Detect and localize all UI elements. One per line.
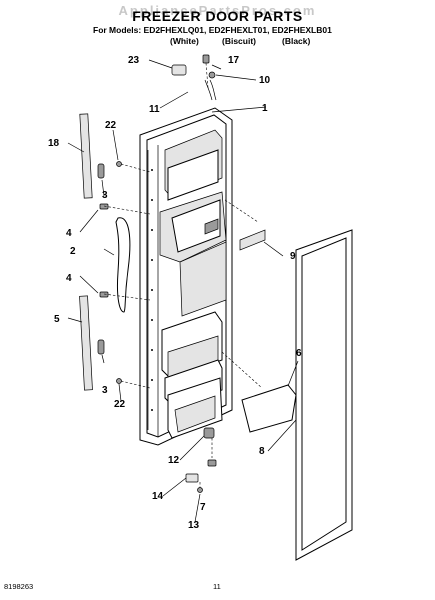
watermark: AppliancePartsPros.com [118, 3, 317, 18]
callout-4-bottom: 4 [66, 273, 72, 284]
fasteners [97, 54, 297, 493]
variant-black: (Black) [282, 36, 311, 46]
callout-4-top: 4 [66, 228, 72, 239]
callout-3-top: 3 [102, 190, 108, 201]
callout-22-bottom: 22 [114, 399, 126, 410]
door-liner [139, 107, 233, 446]
callout-22-top: 22 [105, 120, 117, 131]
callout-7: 7 [200, 502, 206, 513]
callout-2: 2 [70, 246, 76, 257]
callout-3-bottom: 3 [102, 385, 108, 396]
door-gasket [295, 229, 353, 561]
door-handle [115, 217, 131, 313]
page-number: 11 [213, 582, 221, 591]
bottom-trim-strip [79, 295, 93, 391]
callout-8: 8 [259, 446, 265, 457]
variant-biscuit: (Biscuit) [222, 36, 256, 46]
callout-6: 6 [296, 348, 302, 359]
callout-9: 9 [290, 251, 296, 262]
callout-14: 14 [152, 491, 164, 502]
callout-11: 11 [149, 104, 160, 115]
models-line: For Models: ED2FHEXLQ01, ED2FHEXLT01, ED… [93, 25, 332, 35]
variant-white: (White) [170, 36, 199, 46]
leader-lines [67, 59, 299, 523]
callout-1: 1 [262, 103, 268, 114]
callout-17: 17 [228, 55, 240, 66]
doc-number: 8198263 [4, 582, 34, 591]
callout-5: 5 [54, 314, 60, 325]
page-title: FREEZER DOOR PARTS [132, 8, 303, 24]
callout-12: 12 [168, 455, 180, 466]
callout-13: 13 [188, 520, 200, 531]
callout-23: 23 [128, 55, 140, 66]
callout-10: 10 [259, 75, 271, 86]
callout-18: 18 [48, 138, 60, 149]
explode-lines [103, 62, 263, 488]
callout-labels: 1 2 3 3 4 4 5 6 7 8 9 10 11 12 13 14 17 … [48, 55, 302, 531]
top-trim-strip [79, 113, 93, 199]
